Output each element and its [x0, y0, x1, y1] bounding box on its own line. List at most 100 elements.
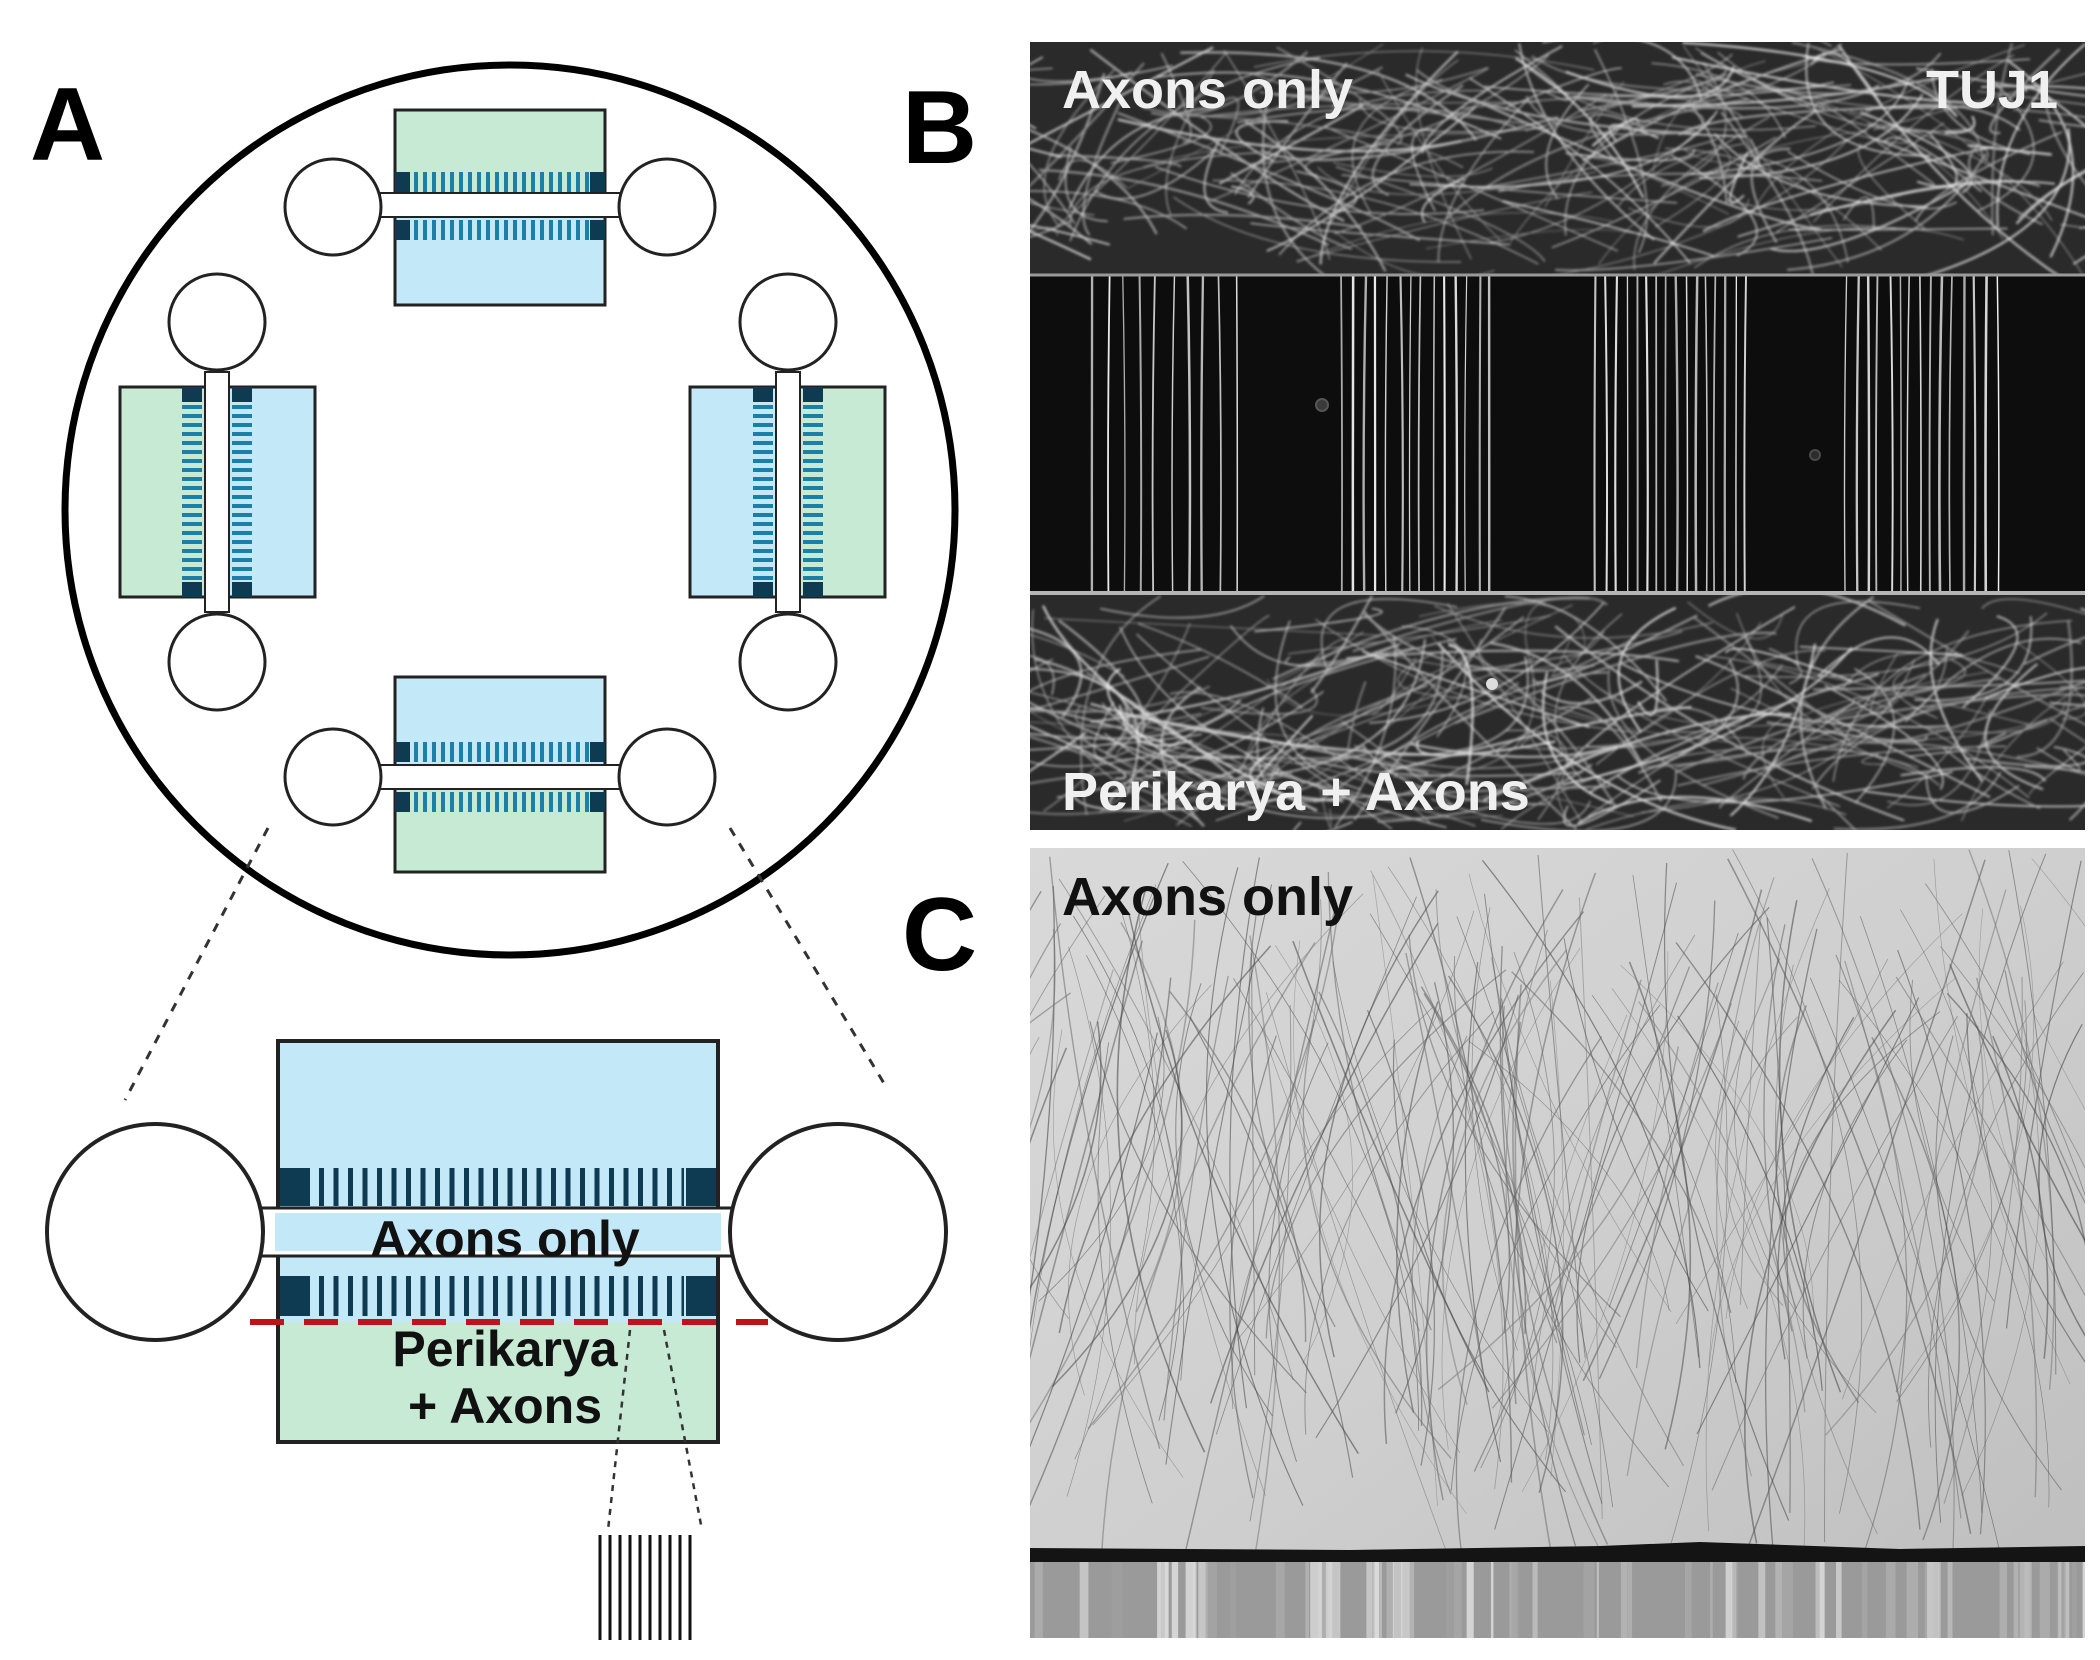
channel-block — [753, 582, 773, 597]
axon-fiber — [1514, 984, 1552, 1550]
debris-spot — [1315, 398, 1329, 412]
axon-fiber — [1501, 200, 1715, 257]
groove-axon — [1151, 274, 1156, 594]
axon-fiber — [1632, 874, 1699, 1358]
groove-stripe — [1111, 1562, 1123, 1638]
axon-fiber — [2031, 858, 2085, 927]
axon-fiber — [1692, 615, 1851, 744]
axon-fiber — [2038, 1023, 2085, 1337]
axon-fiber — [1030, 735, 1168, 803]
channel-zoom-line — [662, 1329, 704, 1531]
axon-fiber — [1274, 620, 1361, 791]
debris-spot — [1809, 449, 1821, 461]
groove-stripe — [1999, 1562, 2007, 1638]
axon-fiber — [1705, 888, 1830, 1532]
groove-stripe — [1305, 1562, 1310, 1638]
axon-fiber — [1175, 983, 1273, 1417]
axon-fiber — [1711, 1015, 1958, 1491]
axon-fiber — [1774, 964, 1878, 1535]
axon-fiber — [1817, 636, 1941, 677]
axon-fiber — [1251, 66, 1489, 94]
axon-fiber — [1740, 921, 1761, 1305]
debris-spot — [1486, 678, 1498, 690]
axon-fiber — [1927, 972, 2085, 1448]
axon-fiber — [1608, 123, 1660, 142]
axon-fiber — [1633, 116, 1770, 270]
axon-fiber — [2017, 169, 2085, 219]
axon-fiber — [1041, 605, 1318, 812]
axon-fiber — [1763, 924, 1793, 1332]
axon-fiber — [1565, 148, 1696, 162]
axon-fiber — [1293, 940, 1467, 1514]
axon-fiber — [1058, 159, 1127, 189]
channel-block — [395, 742, 410, 762]
axon-fiber — [1266, 678, 1502, 717]
axon-fiber — [1058, 619, 1146, 741]
axon-fiber — [1455, 1036, 1603, 1550]
axon-fiber — [1334, 635, 1397, 828]
axon-fiber — [1476, 138, 1718, 190]
axon-fiber — [1249, 748, 1344, 803]
axon-fiber — [1099, 631, 1364, 813]
axon-fiber — [2013, 108, 2085, 118]
axon-fiber — [1978, 908, 2085, 1335]
groove-stripe — [1815, 1562, 1820, 1638]
axon-fiber — [1030, 224, 1110, 246]
axon-fiber — [1030, 648, 1202, 692]
groove-stripe — [1453, 1562, 1462, 1638]
axon-fiber — [1044, 617, 1381, 636]
axon-fiber — [1540, 680, 1643, 705]
groove-stripe — [2039, 1562, 2050, 1638]
axon-fiber — [2053, 745, 2085, 821]
axon-fiber — [1925, 883, 2085, 1197]
axon-fiber — [1092, 899, 1322, 1426]
axon-fiber — [1802, 55, 2030, 66]
zoom-guide-line — [728, 827, 887, 1086]
axon-fiber — [1542, 42, 1703, 100]
axon-fiber — [1699, 93, 1924, 180]
groove-axon — [1478, 274, 1482, 594]
axon-fiber — [1491, 957, 1684, 1467]
main-channel — [379, 764, 621, 790]
groove-axon — [1593, 274, 1597, 594]
axon-fiber — [1744, 612, 2048, 678]
axon-fiber — [1840, 652, 2020, 691]
microgroove-array — [410, 742, 590, 762]
axon-fiber — [1681, 147, 1744, 165]
groove-axon — [1432, 274, 1436, 594]
groove-stripe — [1620, 1562, 1628, 1638]
channel-block — [590, 792, 605, 812]
groove-axon — [1200, 274, 1205, 594]
channel-block — [182, 582, 202, 597]
axon-fiber — [1946, 992, 2085, 1247]
groove-stripe — [1185, 1562, 1196, 1638]
axon-fiber — [1352, 596, 1608, 653]
axon-fiber — [1030, 731, 1087, 772]
axon-fiber — [1153, 749, 1503, 819]
axon-fiber — [1883, 136, 1983, 193]
axon-fiber — [1908, 128, 2071, 282]
axon-fiber — [1770, 181, 1969, 253]
axon-fiber — [1082, 735, 1164, 784]
axon-fiber — [1274, 93, 1342, 108]
panel-b: B Axons only TUJ1 Perikarya + Axons — [902, 42, 2085, 830]
axon-fiber — [1030, 1037, 1070, 1320]
axon-fiber — [1961, 686, 2082, 822]
axon-fiber — [1030, 655, 1055, 696]
axon-fiber — [1030, 220, 1071, 238]
groove-stripe — [1862, 1562, 1868, 1638]
axon-fiber — [1579, 69, 1728, 112]
axon-fiber — [1074, 705, 1202, 729]
axon-fiber — [1030, 884, 1157, 1349]
channel-block — [395, 172, 410, 192]
groove-stripe — [1157, 1562, 1162, 1638]
groove-stripe — [1386, 1562, 1395, 1638]
axon-fiber — [1764, 928, 1818, 1553]
axon-fiber — [1468, 1040, 1670, 1311]
axon-fiber — [1448, 975, 1564, 1493]
groove-stripe — [1445, 1562, 1453, 1638]
axon-fiber — [1251, 54, 1550, 165]
axon-fiber — [1030, 163, 1076, 224]
groove-stripe — [1328, 1562, 1341, 1638]
axon-fiber — [1940, 946, 2085, 1169]
